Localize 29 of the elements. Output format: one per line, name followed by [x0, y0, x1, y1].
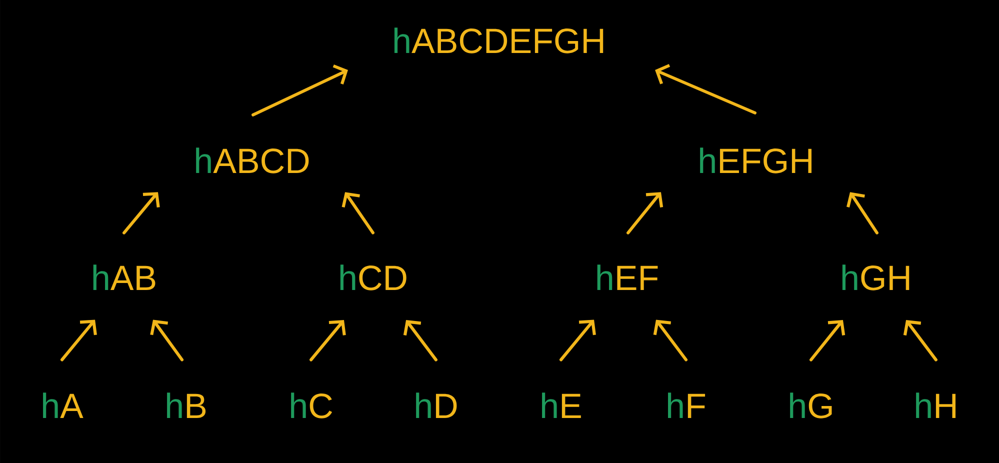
arrow [626, 192, 664, 234]
hash-label: hA [43, 392, 84, 418]
arrow [60, 320, 97, 362]
arrow [122, 192, 160, 234]
hash-label: hABCD [196, 148, 309, 174]
arrow [342, 192, 374, 234]
hash-label: hC [291, 392, 332, 418]
hash-label: hABCDEFGH [394, 28, 604, 54]
arrow [846, 192, 878, 234]
hash-label: hGH [842, 264, 910, 290]
hash-label: hD [416, 392, 457, 418]
hash-label: hH [916, 392, 956, 418]
hash-label: hEFGH [700, 148, 812, 174]
arrow [310, 320, 346, 362]
arrow [655, 64, 756, 114]
arrow [810, 320, 846, 362]
arrow [653, 320, 688, 362]
hash-label: hAB [93, 264, 156, 290]
hash-label: hEF [597, 264, 658, 290]
arrow [150, 320, 184, 362]
hash-label: hB [167, 392, 206, 418]
hash-label: hE [542, 392, 581, 418]
hash-label: hG [790, 392, 832, 418]
arrow [903, 320, 938, 362]
arrow [403, 320, 438, 362]
arrow [252, 64, 348, 116]
hash-label: hCD [340, 264, 406, 290]
arrow [559, 320, 596, 362]
hash-label: hF [668, 392, 706, 418]
